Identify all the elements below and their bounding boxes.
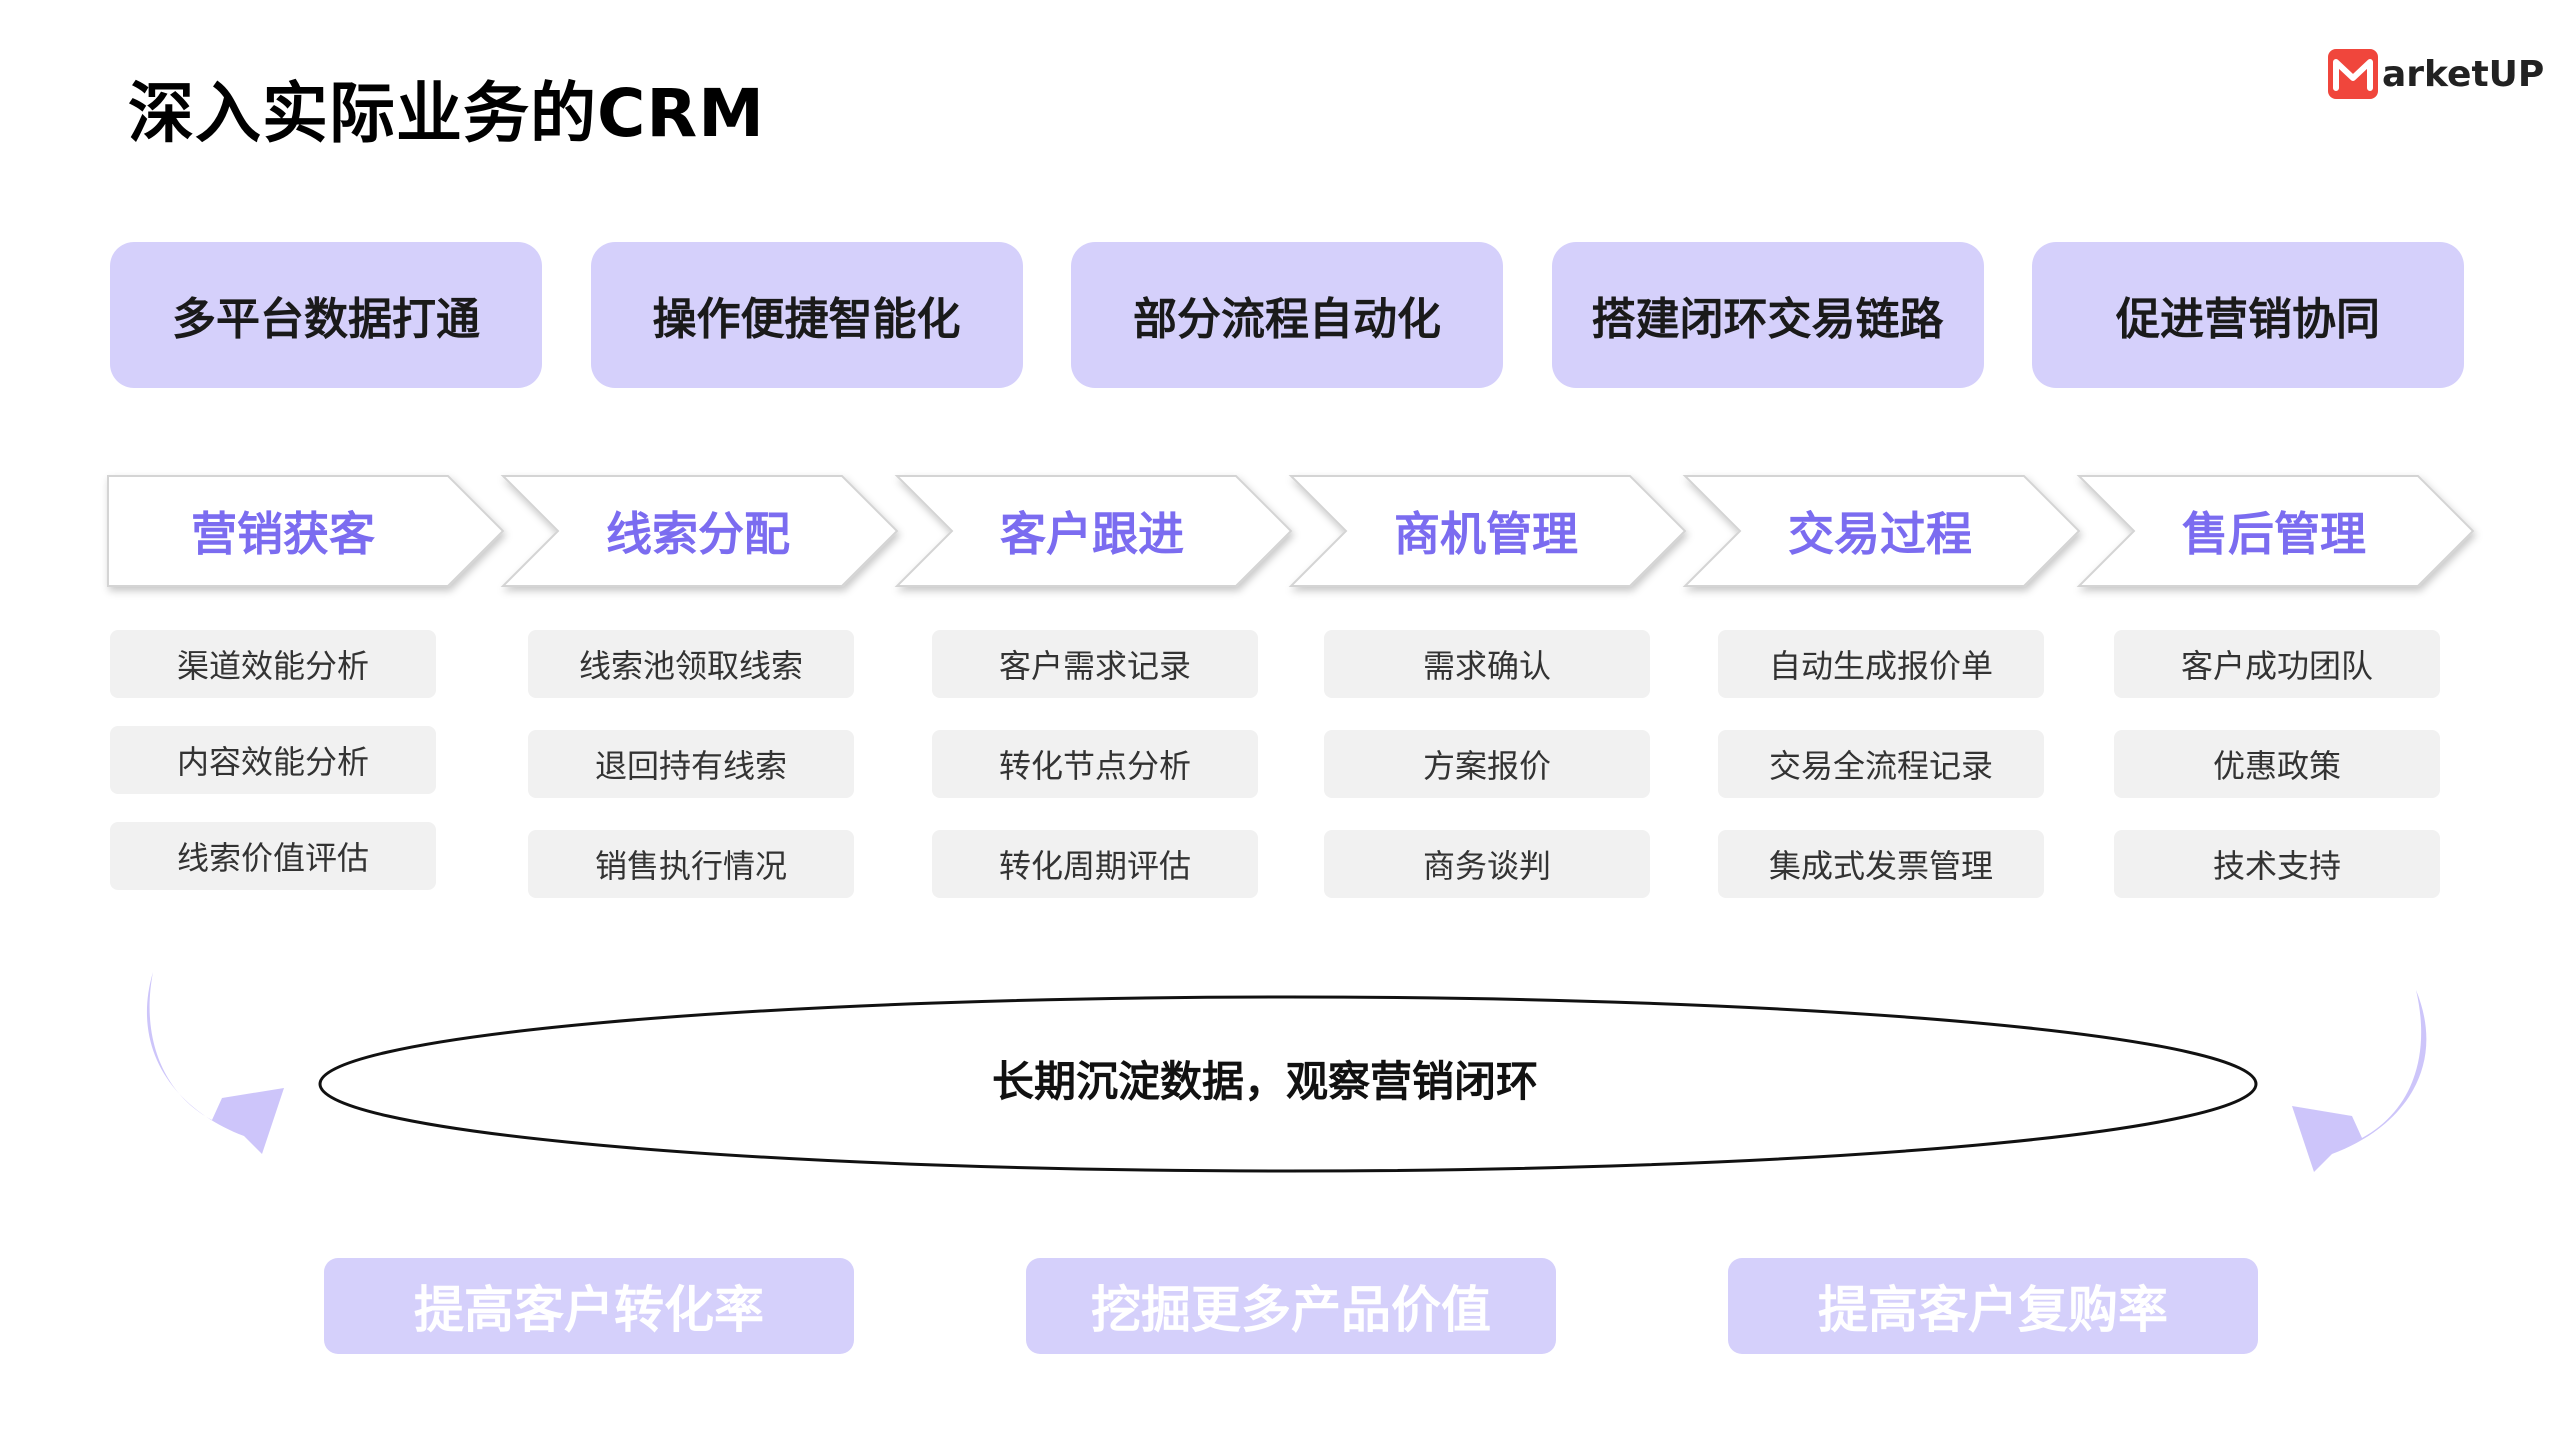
stage-label: 交易过程 bbox=[1788, 507, 1972, 561]
stage-label: 营销获客 bbox=[191, 507, 375, 561]
stage-task: 线索价值评估 bbox=[110, 822, 436, 890]
stage-task: 技术支持 bbox=[2114, 830, 2440, 898]
outcome-card: 提高客户转化率 bbox=[324, 1258, 854, 1354]
stage-task: 集成式发票管理 bbox=[1718, 830, 2044, 898]
stage-task: 客户需求记录 bbox=[932, 630, 1258, 698]
goal-card: 操作便捷智能化 bbox=[590, 242, 1023, 388]
stage-task: 方案报价 bbox=[1324, 730, 1650, 798]
outcome-card: 提高客户复购率 bbox=[1728, 1258, 2258, 1354]
page-title: 深入实际业务的CRM bbox=[128, 75, 765, 152]
stage-chevron bbox=[894, 475, 1293, 587]
stage-label: 线索分配 bbox=[606, 507, 790, 561]
stage-chevron bbox=[107, 475, 505, 587]
stage-task: 退回持有线索 bbox=[528, 730, 854, 798]
stage-task: 内容效能分析 bbox=[110, 726, 436, 794]
stage-task: 转化节点分析 bbox=[932, 730, 1258, 798]
stage-label: 商机管理 bbox=[1394, 507, 1578, 561]
stage-task: 自动生成报价单 bbox=[1718, 630, 2044, 698]
stage-task: 线索池领取线索 bbox=[528, 630, 854, 698]
stage-task: 渠道效能分析 bbox=[110, 630, 436, 698]
goal-card: 部分流程自动化 bbox=[1071, 242, 1503, 388]
right-curved-arrow-icon bbox=[2292, 990, 2427, 1172]
goal-card: 多平台数据打通 bbox=[110, 242, 542, 388]
stage-task: 客户成功团队 bbox=[2114, 630, 2440, 698]
stage-chevron bbox=[1682, 475, 2081, 587]
summary-text-wrapper: 长期沉淀数据，观察营销闭环 bbox=[0, 1048, 2560, 1109]
stage-task: 交易全流程记录 bbox=[1718, 730, 2044, 798]
stage-chevron bbox=[1288, 475, 1687, 587]
goal-card: 促进营销协同 bbox=[2032, 242, 2464, 388]
stage-task: 需求确认 bbox=[1324, 630, 1650, 698]
stage-task: 销售执行情况 bbox=[528, 830, 854, 898]
outcome-card: 挖掘更多产品价值 bbox=[1026, 1258, 1556, 1354]
summary-text: 长期沉淀数据，观察营销闭环 bbox=[991, 1057, 1538, 1106]
brand-logo-text: arketUP bbox=[2382, 53, 2545, 95]
stage-label: 客户跟进 bbox=[1000, 507, 1184, 561]
stage-task: 优惠政策 bbox=[2114, 730, 2440, 798]
stage-chevron bbox=[500, 475, 899, 587]
goal-card: 搭建闭环交易链路 bbox=[1551, 242, 1984, 388]
left-curved-arrow-icon bbox=[146, 972, 284, 1154]
goal-row: 多平台数据打通 操作便捷智能化 部分流程自动化 搭建闭环交易链路 促进营销协同 bbox=[110, 242, 2464, 388]
stage-chevron bbox=[2076, 475, 2475, 587]
brand-logo: arketUP bbox=[2328, 48, 2544, 100]
stage-task: 商务谈判 bbox=[1324, 830, 1650, 898]
stage-task: 转化周期评估 bbox=[932, 830, 1258, 898]
marketup-m-logo-icon bbox=[2328, 49, 2378, 99]
summary-ellipse bbox=[318, 995, 2258, 1173]
stage-label: 售后管理 bbox=[2182, 507, 2366, 561]
